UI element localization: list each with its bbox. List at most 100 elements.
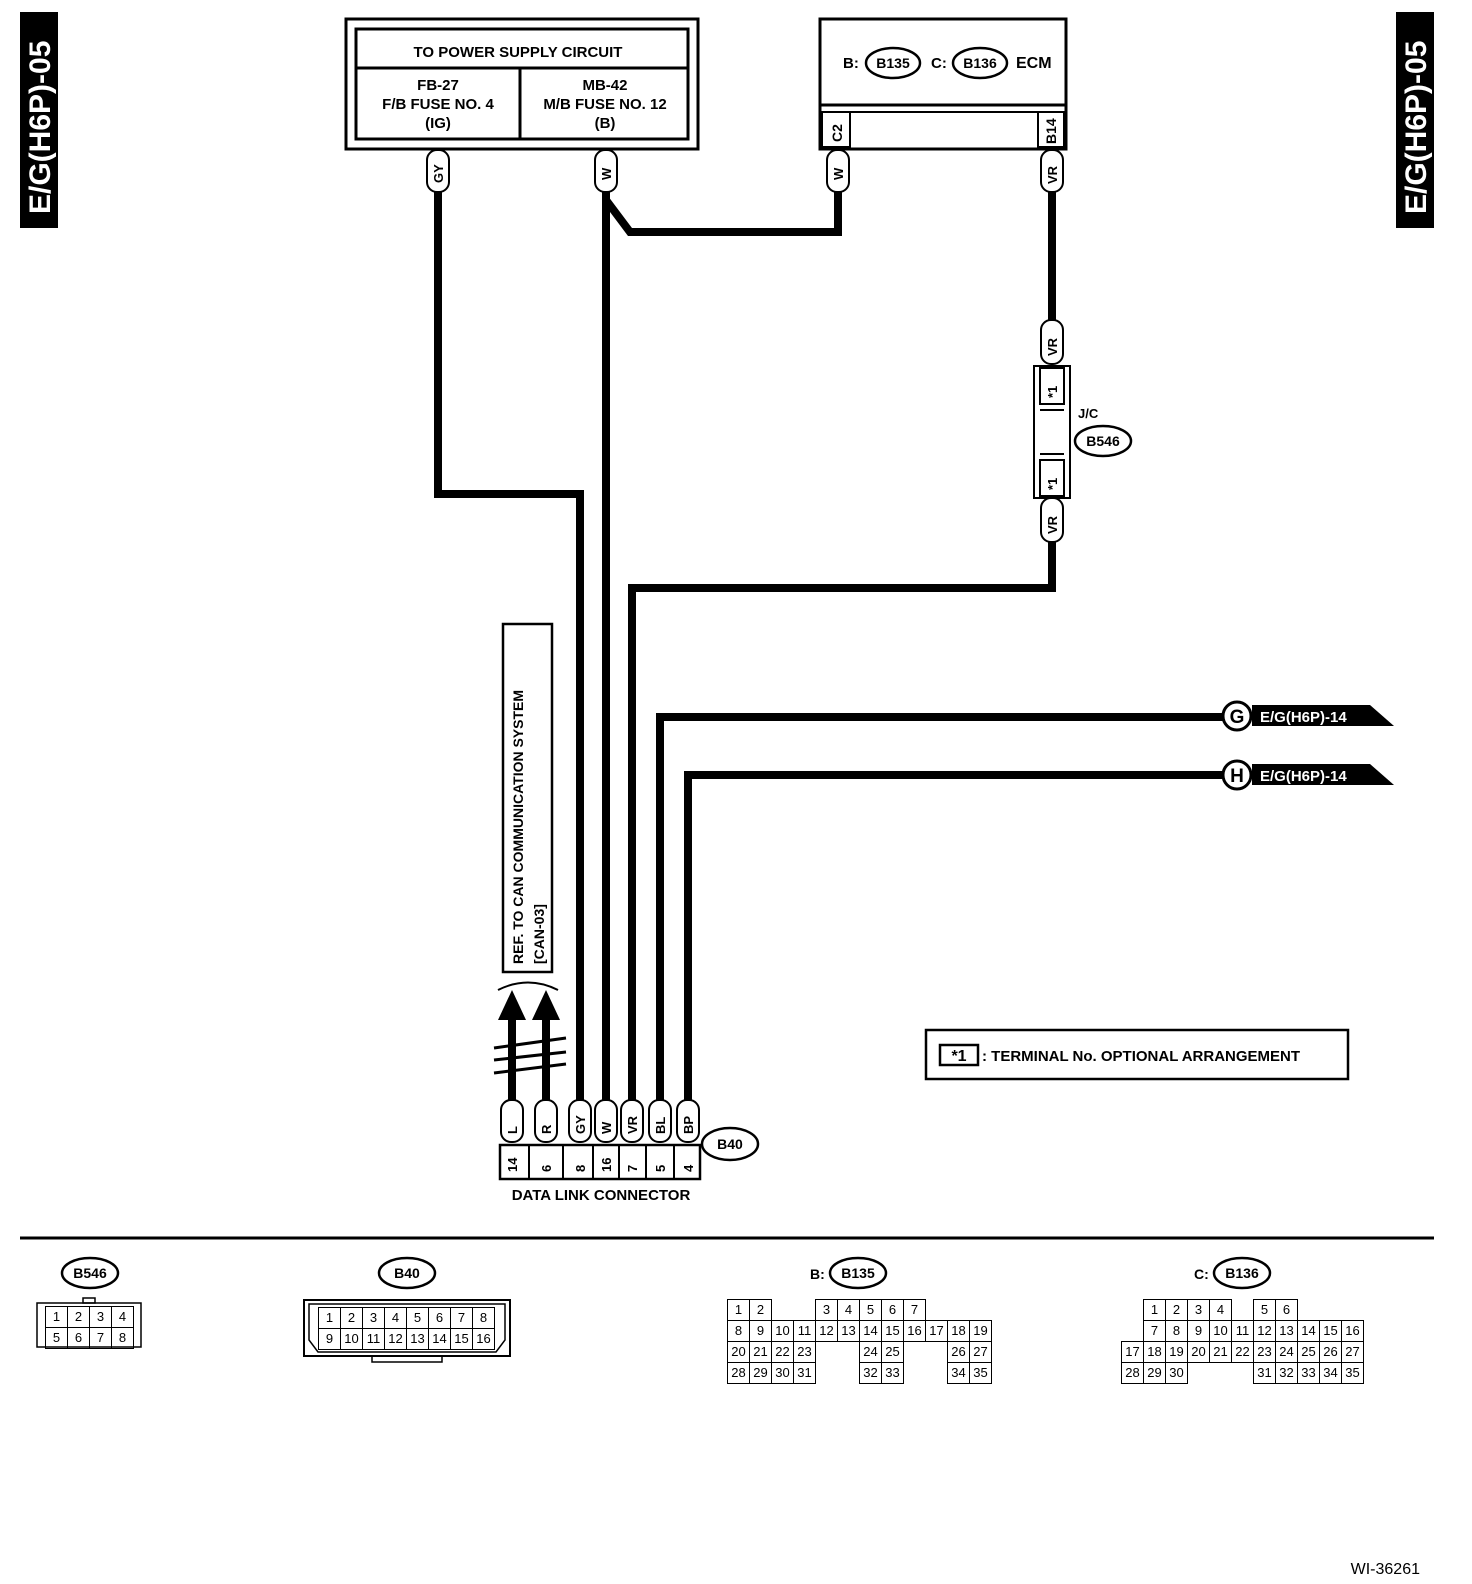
svg-text:B40: B40 [394,1265,420,1281]
dlc-wire-label: BP [676,1099,700,1143]
pin-cell: 17 [925,1320,948,1342]
pin-cell: 11 [362,1328,385,1350]
svg-text:B136: B136 [1225,1265,1259,1281]
cv-label-b40: B40 [377,1256,437,1290]
ref-h: H E/G(H6P)-14 [1221,759,1394,791]
pin-cell: 5 [406,1307,429,1329]
svg-text:B:: B: [810,1266,825,1282]
pin-cell: 2 [1165,1299,1188,1321]
dlc-pin-number: 8 [573,1165,588,1172]
svg-text:B136: B136 [963,55,997,71]
pin-cell: 20 [727,1341,750,1363]
pin-cell: 25 [881,1341,904,1363]
pin-cell: 6 [1275,1299,1298,1321]
pin-cell: 32 [859,1362,882,1384]
wires [434,190,1235,1100]
pin-cell: 1 [318,1307,341,1329]
dlc-wire-text: R [539,1124,554,1134]
pin-cell: 13 [1275,1320,1298,1342]
pin-cell: 16 [903,1320,926,1342]
pin-cell: 4 [837,1299,860,1321]
dlc-conn-tag: B40 [700,1126,760,1162]
cv-label-b546: B546 [60,1256,120,1290]
pin-cell: 1 [45,1306,68,1328]
pin-cell [1232,1363,1254,1384]
side-tab-left: E/G(H6P)-05 [20,12,58,228]
svg-text:E/G(H6P)-14: E/G(H6P)-14 [1260,768,1347,785]
pin-cell [772,1300,794,1321]
svg-text:(B): (B) [595,115,616,132]
pin-cell: 33 [1297,1362,1320,1384]
dlc-wire-text: BP [681,1116,696,1134]
pin-cell: 12 [815,1320,838,1342]
pin-cell: 7 [903,1299,926,1321]
svg-text:C:: C: [931,55,947,72]
pin-cell: 14 [428,1328,451,1350]
can-ref-box: REF. TO CAN COMMUNICATION SYSTEM [CAN-03… [501,622,554,974]
pin-cell: 22 [1231,1341,1254,1363]
pin-cell: 19 [969,1320,992,1342]
pin-cell: 8 [727,1320,750,1342]
pin-cell: 8 [111,1327,134,1349]
dlc-pin-number: 5 [653,1165,668,1172]
svg-text:G: G [1230,707,1245,728]
pin-cell: 12 [384,1328,407,1350]
dlc-wire-label: R [534,1099,558,1143]
pin-cell [926,1342,948,1363]
pin-cell: 33 [881,1362,904,1384]
svg-text:W: W [831,167,846,180]
pin-cell: 23 [793,1341,816,1363]
svg-text:M/B FUSE NO. 12: M/B FUSE NO. 12 [543,96,666,113]
pin-cell: 9 [1187,1320,1210,1342]
pin-cell: 21 [749,1341,772,1363]
pin-cell: 35 [969,1362,992,1384]
svg-text:B135: B135 [841,1265,875,1281]
wire-label-vr-ecm: VR [1040,149,1064,193]
svg-text:C2: C2 [829,124,845,142]
svg-text:VR: VR [1045,337,1060,356]
pin-cell: 6 [428,1307,451,1329]
pin-cell: 12 [1253,1320,1276,1342]
pin-cell [904,1363,926,1384]
ecm-box: C2 B14 B: B135 C: B136 ECM [818,17,1068,151]
pin-cell: 10 [340,1328,363,1350]
pin-cell: 24 [859,1341,882,1363]
pin-cell: 2 [67,1306,90,1328]
pin-cell: 26 [947,1341,970,1363]
pin-cell: 34 [947,1362,970,1384]
pin-cell [838,1363,860,1384]
svg-text:VR: VR [1045,515,1060,534]
pin-cell: 24 [1275,1341,1298,1363]
svg-text:J/C: J/C [1078,406,1099,421]
dlc-pin-number: 7 [625,1165,640,1172]
dlc-wire-label: GY [568,1099,592,1143]
ref-g: G E/G(H6P)-14 [1221,700,1394,732]
pin-cell [926,1363,948,1384]
dlc-wire-label: BL [648,1099,672,1143]
dlc-wire-text: W [599,1121,614,1134]
pin-cell: 10 [1209,1320,1232,1342]
svg-text:[CAN-03]: [CAN-03] [531,904,547,964]
svg-text:FB-27: FB-27 [417,77,459,94]
dlc-wire-text: VR [625,1115,640,1134]
pin-cell: 2 [749,1299,772,1321]
pin-cell: 7 [450,1307,473,1329]
pin-cell: 15 [450,1328,473,1350]
pin-cell: 16 [472,1328,495,1350]
svg-text:*1: *1 [1045,386,1060,398]
pin-cell: 17 [1121,1341,1144,1363]
pin-cell: 15 [1319,1320,1342,1342]
dlc-name: DATA LINK CONNECTOR [512,1187,691,1204]
pin-cell: 26 [1319,1341,1342,1363]
b40-housing [303,1299,511,1363]
pin-cell: 2 [340,1307,363,1329]
pin-cell: 8 [472,1307,495,1329]
